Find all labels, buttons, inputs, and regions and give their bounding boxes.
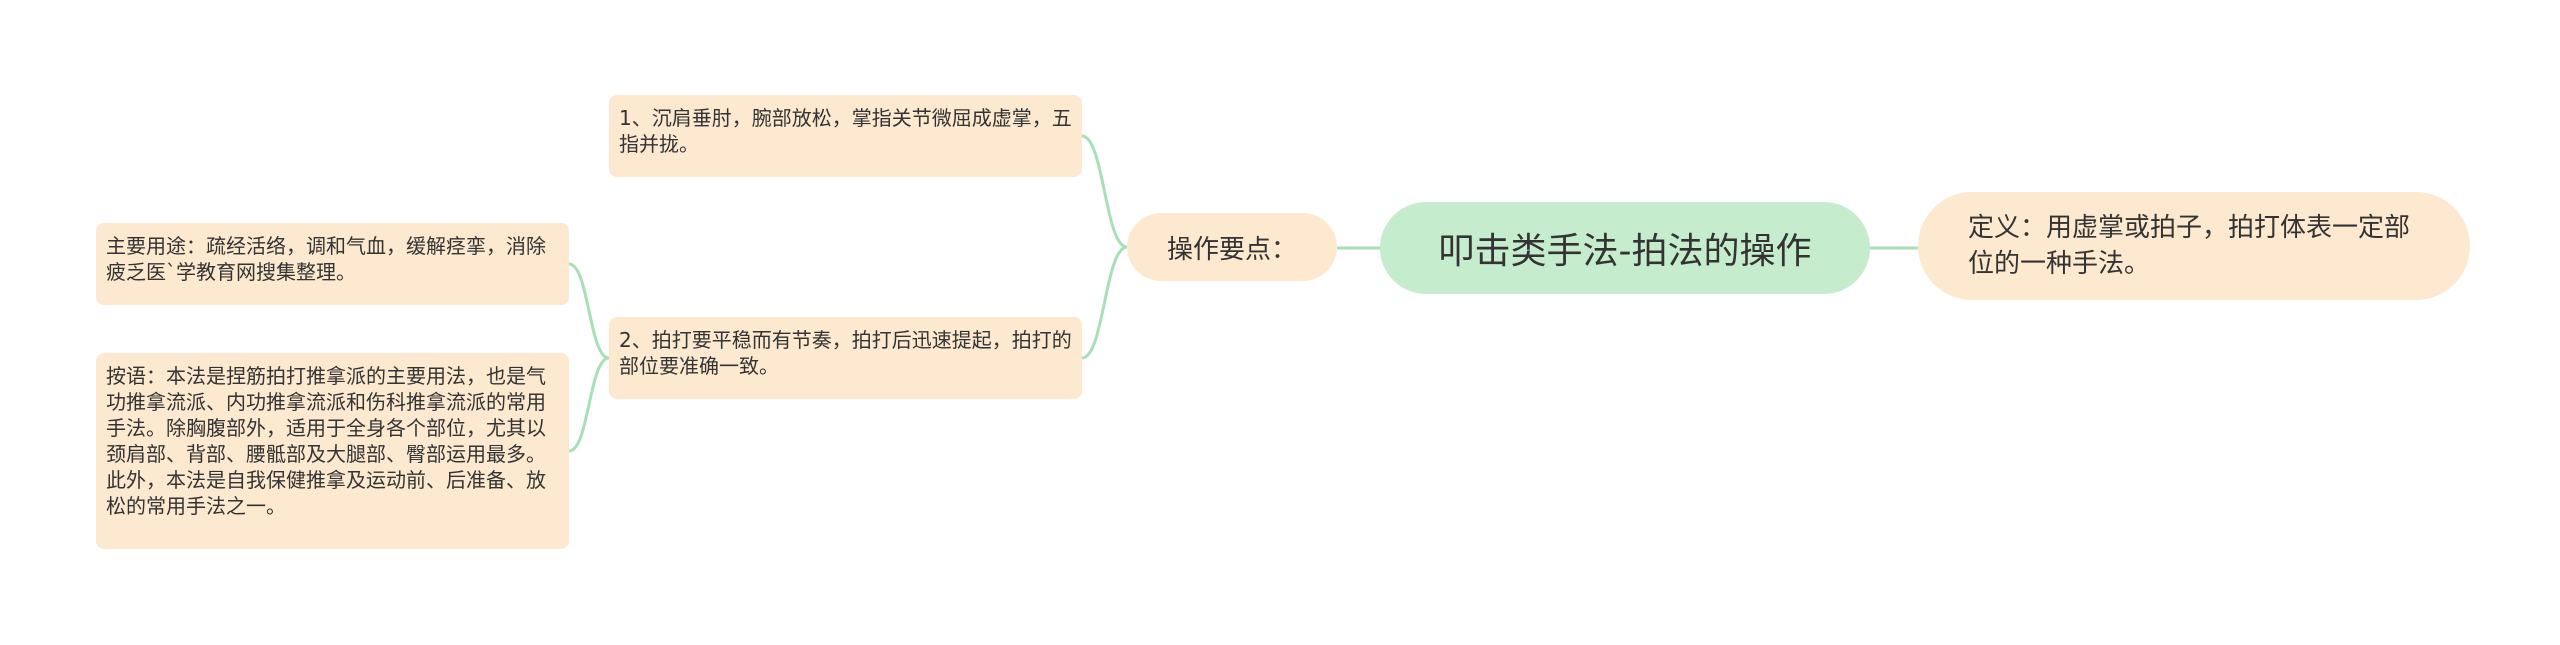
usage-node[interactable]: 主要用途：疏经活络，调和气血，缓解痉挛，消除疲乏医`学教育网搜集整理。 (96, 223, 569, 305)
operation-point-1[interactable]: 1、沉肩垂肘，腕部放松，掌指关节微屈成虚掌，五指并拢。 (609, 95, 1082, 177)
root-topic[interactable]: 叩击类手法-拍法的操作 (1380, 202, 1870, 294)
link-operation-point-1 (1081, 134, 1128, 249)
link-point-2-usage (568, 262, 610, 360)
note-text: 按语：本法是捏筋拍打推拿派的主要用法，也是气功推拿流派、内功推拿流派和伤科推拿流… (106, 364, 546, 518)
operation-point-2-text: 2、拍打要平稳而有节奏，拍打后迅速提起，拍打的部位要准确一致。 (619, 328, 1072, 378)
definition-node[interactable]: 定义：用虚掌或拍子，拍打体表一定部位的一种手法。 (1918, 192, 2470, 300)
usage-text: 主要用途：疏经活络，调和气血，缓解痉挛，消除疲乏医`学教育网搜集整理。 (106, 234, 546, 284)
operation-point-2[interactable]: 2、拍打要平稳而有节奏，拍打后迅速提起，拍打的部位要准确一致。 (609, 317, 1082, 399)
note-node[interactable]: 按语：本法是捏筋拍打推拿派的主要用法，也是气功推拿流派、内功推拿流派和伤科推拿流… (96, 353, 569, 549)
root-topic-label: 叩击类手法-拍法的操作 (1438, 231, 1812, 272)
link-point-2-note (568, 356, 610, 453)
operation-point-1-text: 1、沉肩垂肘，腕部放松，掌指关节微屈成虚掌，五指并拢。 (619, 106, 1072, 156)
operation-label: 操作要点： (1166, 234, 1297, 265)
definition-text: 定义：用虚掌或拍子，拍打体表一定部位的一种手法。 (1968, 213, 2411, 279)
operation-node[interactable]: 操作要点： (1127, 213, 1337, 281)
link-operation-point-2 (1081, 245, 1128, 360)
